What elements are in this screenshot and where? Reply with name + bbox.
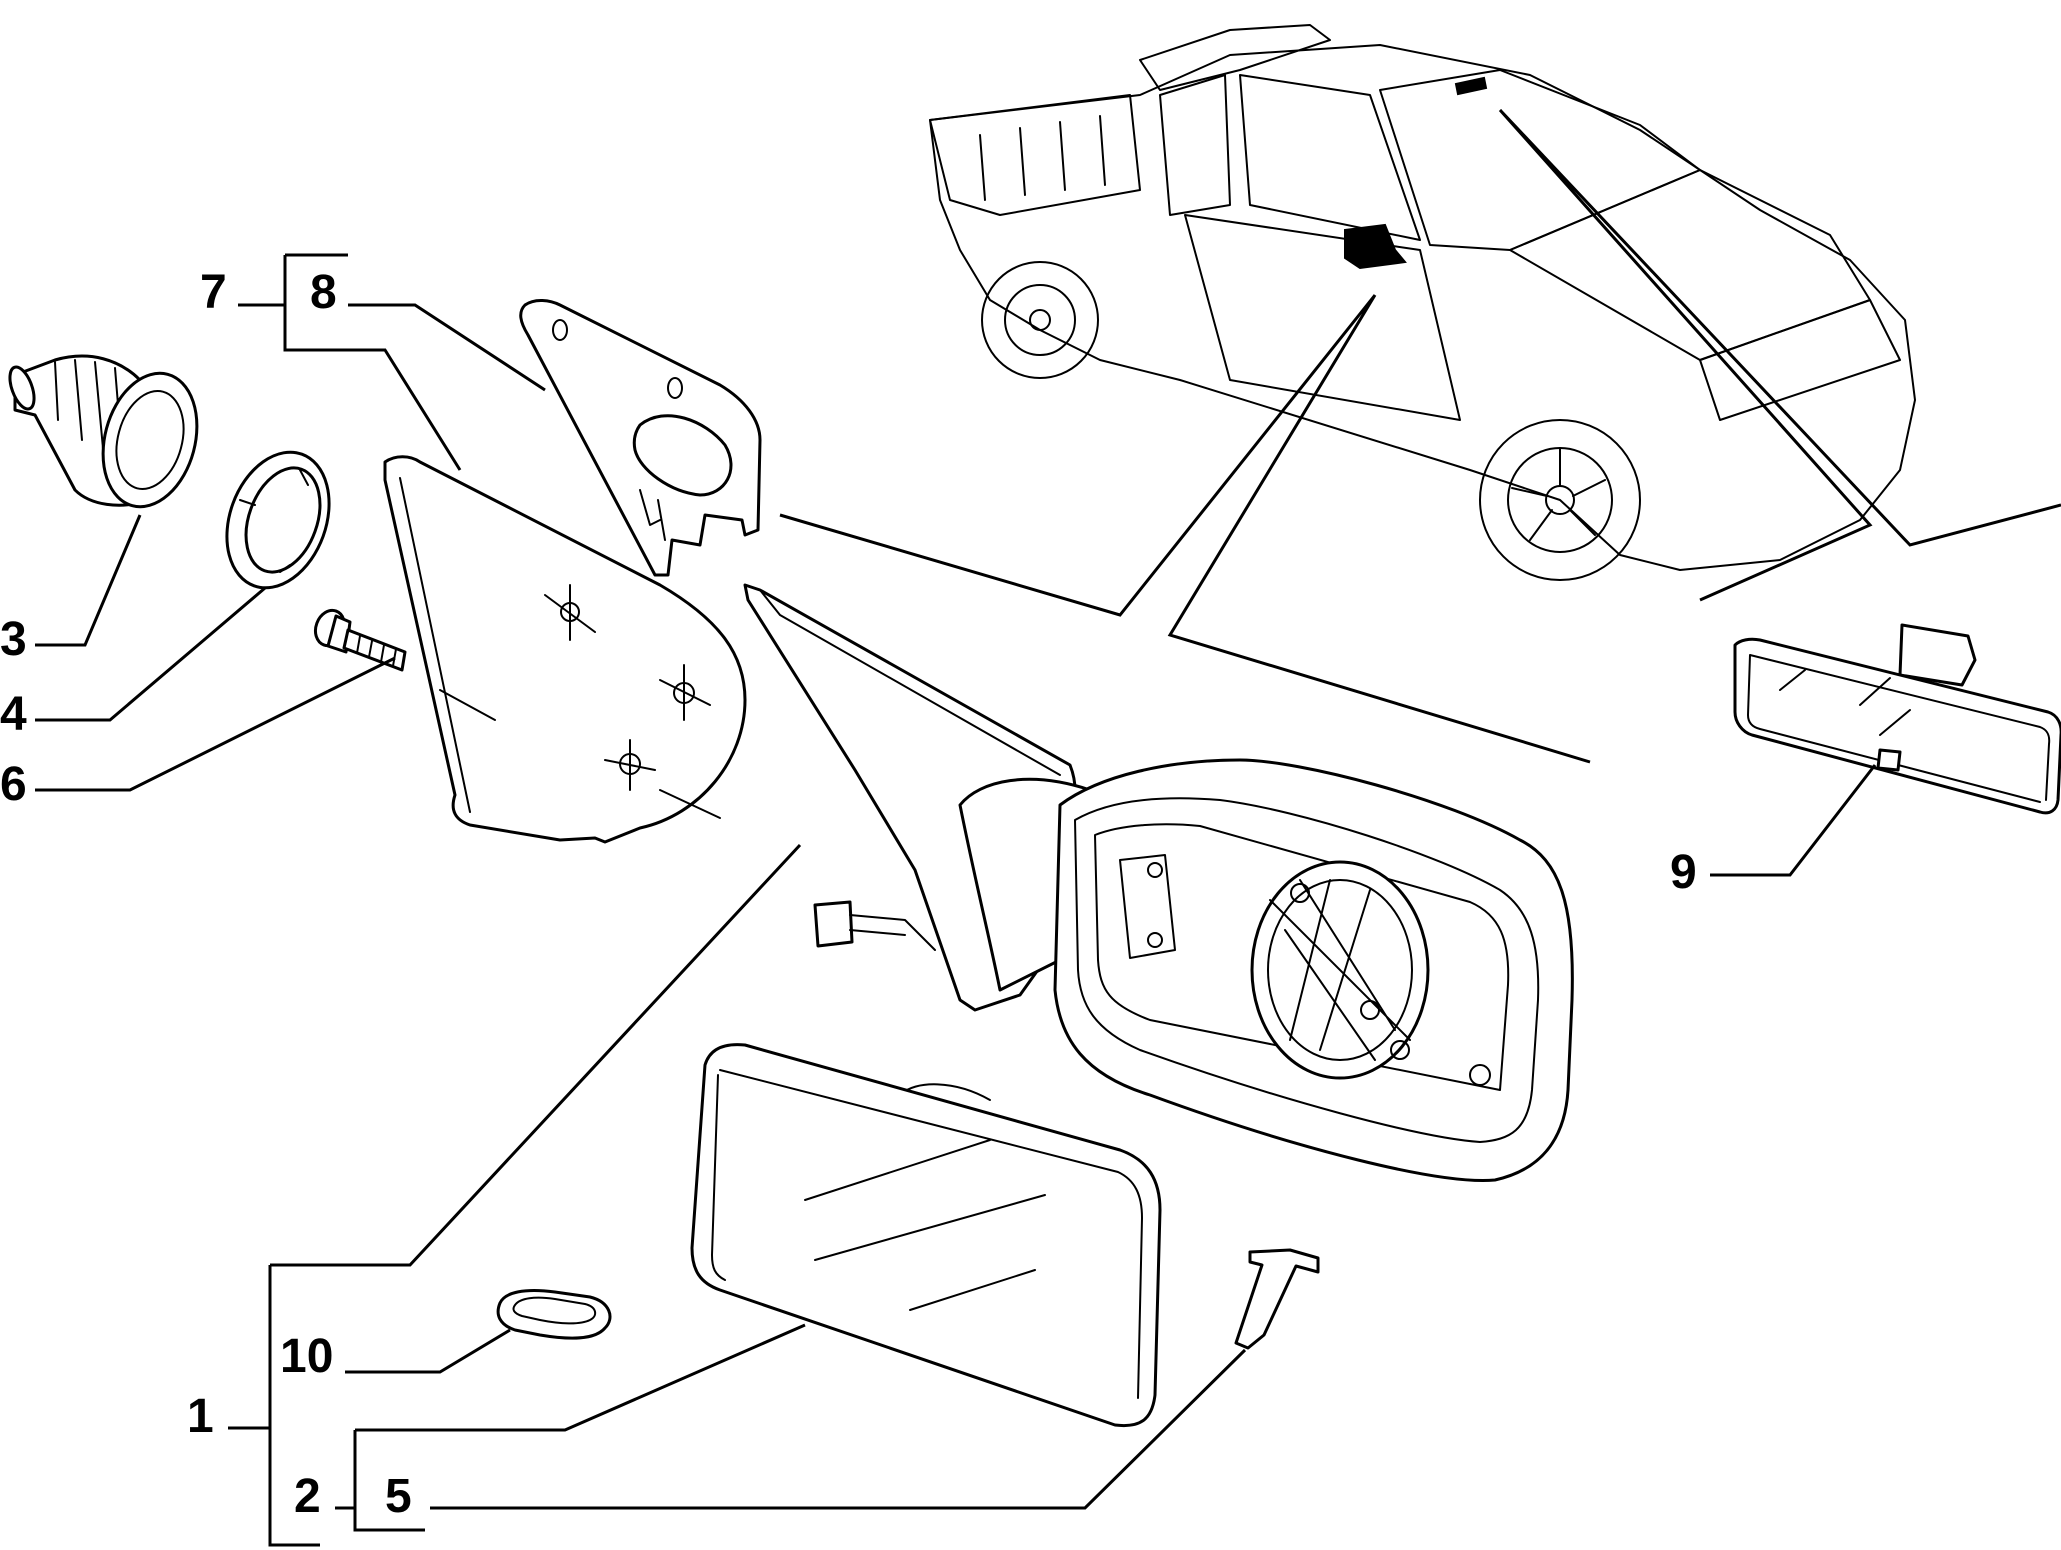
label-2: 2 [294,1470,321,1523]
part-3-rubber-boot [8,354,199,509]
label-5: 5 [385,1470,412,1523]
part-8-mounting-plate [519,299,762,577]
label-6: 6 [0,758,27,811]
callout-interior-mirror-line [1498,108,2061,602]
part-10-grommet [496,1288,612,1340]
leader-lines [35,253,1877,1547]
label-10: 10 [280,1330,333,1383]
part-9-interior-mirror [1733,623,2061,815]
label-1: 1 [187,1390,214,1443]
callout-exterior-mirror-line [779,294,1591,764]
pickup-truck-illustration [929,24,1916,581]
part-4-retaining-ring [225,450,331,590]
label-8: 8 [310,266,337,319]
label-7: 7 [200,266,227,319]
label-9: 9 [1670,846,1697,899]
label-4: 4 [0,688,27,741]
part-2-mirror-glass [690,1043,1162,1428]
part-7-gasket [383,455,747,844]
part-5-clip [1234,1248,1320,1350]
part-1-mirror-housing [743,583,1574,1182]
label-3: 3 [0,613,27,666]
